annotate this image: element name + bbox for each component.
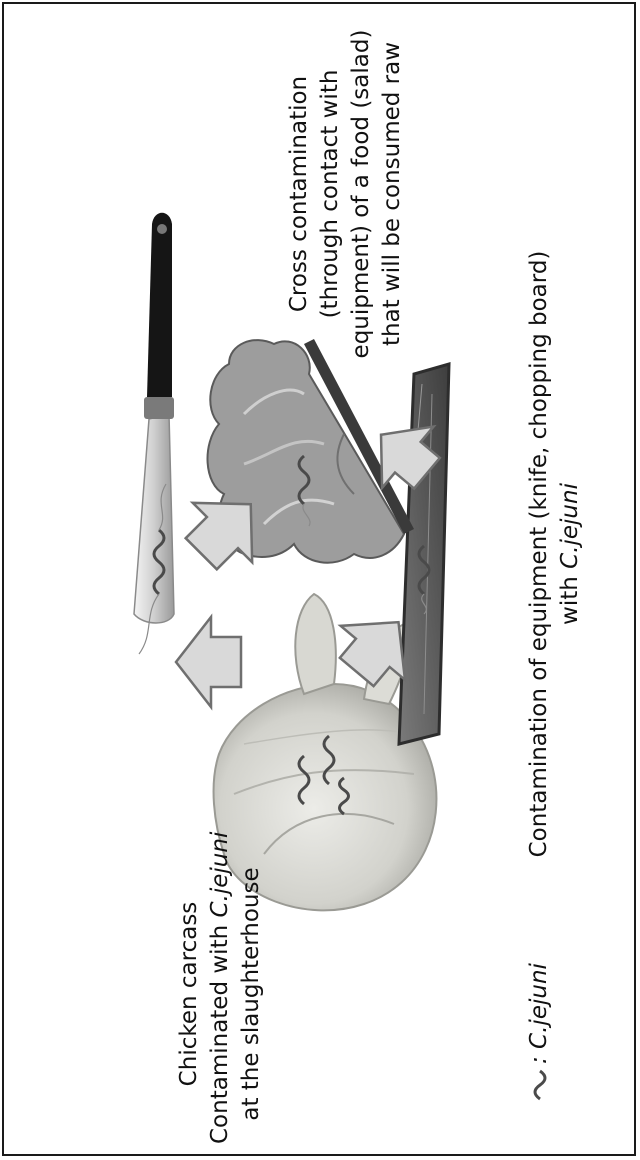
chopping-board-image — [399, 364, 449, 744]
knife-image — [134, 213, 174, 623]
carcass-label-line2: Contaminated with C.jejuni — [205, 844, 236, 1144]
cross-label-line1: Cross contamination — [284, 14, 315, 374]
carcass-label-line1: Chicken carcass — [174, 844, 205, 1144]
cross-contamination-label: Cross contamination (through contact wit… — [284, 14, 408, 374]
equipment-label-line2: with C.jejuni — [555, 234, 586, 874]
arrow-carcass-to-knife — [176, 617, 241, 707]
legend-text: : C.jejuni — [524, 963, 555, 1064]
equipment-label-line1: Contamination of equipment (knife, chopp… — [524, 234, 555, 874]
legend-bacteria-icon — [535, 1071, 545, 1099]
equipment-label: Contamination of equipment (knife, chopp… — [524, 234, 586, 874]
cross-label-line2: (through contact with — [315, 14, 346, 374]
carcass-label: Chicken carcass Contaminated with C.jeju… — [174, 844, 267, 1144]
diagram-canvas: Chicken carcass Contaminated with C.jeju… — [4, 4, 634, 1154]
cross-label-line4: that will be consumed raw — [377, 14, 408, 374]
carcass-label-line3: at the slaughterhouse — [236, 844, 267, 1144]
cross-label-line3: equipment) of a food (salad) — [346, 14, 377, 374]
